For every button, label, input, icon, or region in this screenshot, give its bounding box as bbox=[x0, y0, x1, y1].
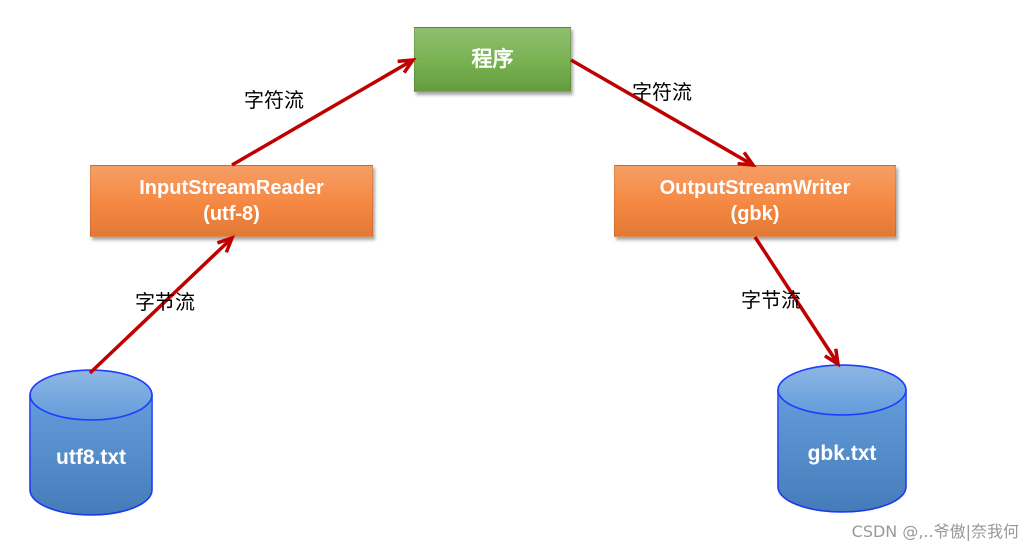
watermark-text: CSDN @,..爷傲|奈我何 bbox=[851, 522, 1019, 541]
program-node: 程序 bbox=[414, 27, 571, 92]
flow-label-byte-stream-in: 字节流 bbox=[135, 290, 195, 314]
gbk-file-cylinder: gbk.txt bbox=[777, 364, 907, 513]
flow-label-char-stream-out: 字符流 bbox=[632, 80, 692, 104]
reader-class-name: InputStreamReader bbox=[139, 177, 324, 199]
output-stream-writer-node: OutputStreamWriter (gbk) bbox=[614, 165, 896, 237]
source-file-name: utf8.txt bbox=[56, 446, 126, 469]
cylinder-top bbox=[29, 369, 153, 421]
cylinder-top-shade bbox=[779, 366, 905, 414]
input-stream-reader-node: InputStreamReader (utf-8) bbox=[90, 165, 373, 237]
program-label: 程序 bbox=[471, 47, 514, 71]
writer-class-name: OutputStreamWriter bbox=[659, 177, 851, 199]
cylinder-top-shade bbox=[31, 371, 151, 419]
cylinder-body bbox=[29, 394, 153, 516]
flow-label-char-stream-in: 字符流 bbox=[244, 88, 304, 112]
arrow-program-to-writer bbox=[570, 58, 753, 165]
writer-charset: (gbk) bbox=[730, 203, 780, 225]
arrow-reader-to-program bbox=[231, 60, 413, 167]
cylinder-body-shade bbox=[30, 395, 152, 515]
utf8-file-cylinder: utf8.txt bbox=[29, 369, 153, 516]
target-file-name: gbk.txt bbox=[808, 442, 877, 465]
cylinder-body-shade bbox=[778, 390, 906, 512]
reader-charset: (utf-8) bbox=[203, 203, 260, 225]
cylinder-body bbox=[777, 389, 907, 513]
flow-label-byte-stream-out: 字节流 bbox=[741, 288, 801, 312]
cylinder-top bbox=[777, 364, 907, 416]
